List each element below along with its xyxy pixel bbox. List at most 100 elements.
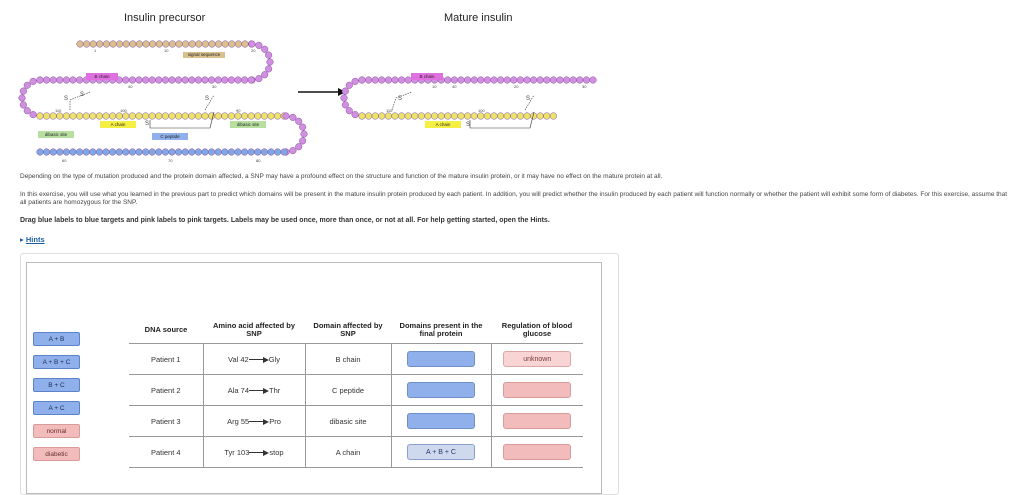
residue-bead <box>241 76 249 84</box>
s-label: S <box>466 122 470 128</box>
insulin-figure: Insulin precursor Mature insulin signal … <box>0 0 1024 165</box>
disulfide-bond <box>524 94 535 111</box>
residue-bead <box>391 76 399 84</box>
residue-bead <box>549 76 557 84</box>
disulfide-bond <box>204 94 215 111</box>
pink-drop-target[interactable] <box>503 382 572 398</box>
regulation-cell <box>490 405 583 437</box>
residue-bead <box>289 113 297 121</box>
residue-bead <box>148 76 156 84</box>
label-a-c[interactable]: A + C <box>33 401 80 415</box>
residue-bead <box>168 112 176 120</box>
residue-bead <box>215 40 223 48</box>
residue-bead <box>62 112 70 120</box>
pink-drop-target[interactable]: unknown <box>503 351 572 367</box>
residue-bead <box>254 148 262 156</box>
residue-bead <box>490 76 498 84</box>
residue-number: 80 <box>256 158 261 163</box>
residue-bead <box>128 76 136 84</box>
residue-bead <box>265 51 273 59</box>
residue-bead <box>29 111 37 119</box>
domains-present-cell <box>390 343 491 375</box>
disulfide-bond <box>469 111 535 129</box>
residue-bead <box>589 76 597 84</box>
residue-bead <box>129 40 137 48</box>
residue-bead <box>464 76 472 84</box>
residue-bead <box>109 148 117 156</box>
hints-link[interactable]: Hints <box>25 235 45 244</box>
arrow-right-icon <box>249 418 270 425</box>
blue-drop-target[interactable] <box>407 382 475 398</box>
aa-from: Val 42 <box>228 354 249 364</box>
residue-bead <box>341 87 349 95</box>
residue-bead <box>457 112 465 120</box>
label-normal[interactable]: normal <box>33 424 80 438</box>
residue-bead <box>267 112 275 120</box>
s-label: S <box>398 96 402 102</box>
blue-drop-target[interactable] <box>407 351 475 367</box>
residue-bead <box>404 76 412 84</box>
residue-bead <box>247 148 255 156</box>
hints-toggle[interactable]: ▸ Hints <box>20 235 45 244</box>
residue-bead <box>43 112 51 120</box>
residue-number: 100 <box>120 108 127 113</box>
residue-bead <box>115 112 123 120</box>
residue-bead <box>155 40 163 48</box>
residue-bead <box>208 76 216 84</box>
residue-bead <box>201 112 209 120</box>
residue-bead <box>89 112 97 120</box>
dna-source-cell: Patient 3 <box>129 405 203 437</box>
residue-bead <box>497 112 505 120</box>
residue-bead <box>161 112 169 120</box>
s-label: S <box>80 92 84 98</box>
regulation-cell <box>490 374 583 406</box>
residue-bead <box>148 148 156 156</box>
residue-bead <box>188 40 196 48</box>
residue-bead <box>175 112 183 120</box>
residue-bead <box>543 112 551 120</box>
label-bank: A + B A + B + C B + C A + C normal diabe… <box>28 264 82 484</box>
residue-bead <box>261 45 269 53</box>
blue-drop-target[interactable] <box>407 413 475 429</box>
residue-bead <box>450 76 458 84</box>
s-label: S <box>145 121 149 127</box>
residue-bead <box>95 112 103 120</box>
header-regulation: Regulation of blood glucose <box>491 316 583 344</box>
b-chain-label-mature <box>411 73 443 80</box>
pink-drop-target[interactable] <box>503 413 572 429</box>
residue-bead <box>214 148 222 156</box>
residue-bead <box>62 76 70 84</box>
regulation-cell: unknown <box>490 343 583 375</box>
residue-bead <box>417 112 425 120</box>
residue-bead <box>248 40 256 48</box>
residue-bead <box>102 112 110 120</box>
residue-bead <box>255 41 263 49</box>
pink-drop-target[interactable] <box>503 444 572 460</box>
label-diabetic[interactable]: diabetic <box>33 447 80 461</box>
residue-bead <box>43 148 51 156</box>
dna-source-cell: Patient 4 <box>129 436 203 468</box>
arrow-right-icon <box>249 387 270 394</box>
residue-bead <box>536 112 544 120</box>
dibasic-site-label-right-text: dibasic site <box>237 122 260 127</box>
residue-bead <box>280 148 288 156</box>
residue-bead <box>536 76 544 84</box>
residue-bead <box>56 112 64 120</box>
residue-bead <box>556 76 564 84</box>
residue-bead <box>135 40 143 48</box>
blue-drop-target[interactable]: A + B + C <box>407 444 475 460</box>
residue-bead <box>549 112 557 120</box>
residue-bead <box>162 40 170 48</box>
label-b-c[interactable]: B + C <box>33 378 80 392</box>
residue-bead <box>95 148 103 156</box>
residue-bead <box>188 76 196 84</box>
residue-bead <box>483 76 491 84</box>
residue-bead <box>221 40 229 48</box>
label-a-b[interactable]: A + B <box>33 332 80 346</box>
residue-bead <box>384 76 392 84</box>
aa-to: Pro <box>269 416 281 426</box>
residue-number: 60 <box>62 158 67 163</box>
residue-bead <box>365 112 373 120</box>
residue-number: 30 <box>212 84 217 89</box>
label-a-b-c[interactable]: A + B + C <box>33 355 80 369</box>
